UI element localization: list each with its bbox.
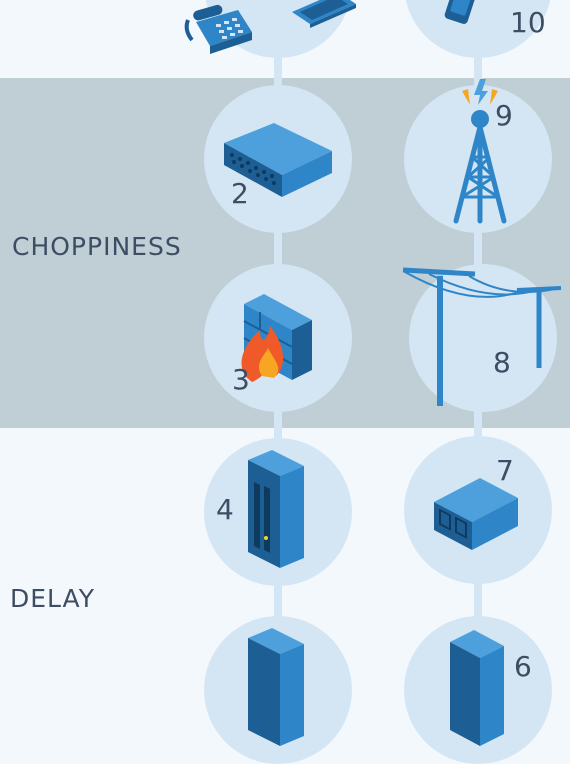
server-tower-icon (248, 450, 304, 568)
node-4: 4 (204, 438, 352, 586)
node-9: 9 (404, 79, 552, 233)
power-line-icon (402, 267, 562, 406)
section-label-delay: DELAY (10, 584, 95, 613)
node-number: 9 (495, 99, 513, 132)
node-number: 4 (216, 493, 234, 526)
desk-phone-icon (184, 4, 252, 54)
node-3: 3 (204, 264, 352, 412)
node-8: 8 (402, 264, 562, 412)
node-7: 7 (404, 436, 552, 584)
node-number: 7 (496, 454, 514, 487)
server-tower-icon (248, 628, 304, 746)
laptop-icon (292, 0, 356, 28)
cell-tower-icon (453, 79, 507, 224)
node-endpoints (184, 0, 356, 58)
server-tower-icon (450, 630, 504, 746)
section-label-choppiness: CHOPPINESS (12, 232, 182, 261)
node-6: 6 (404, 616, 552, 764)
rack-server-icon (434, 478, 518, 550)
node-number: 3 (232, 363, 250, 396)
network-switch-icon (224, 123, 332, 197)
node-5 (204, 616, 352, 764)
node-10: 10 (404, 0, 552, 58)
node-number: 2 (231, 177, 249, 210)
node-number: 10 (510, 6, 546, 39)
node-2: 2 (204, 85, 352, 233)
mobile-phone-icon (444, 0, 476, 24)
firewall-icon (241, 294, 312, 382)
node-number: 6 (514, 650, 532, 683)
node-number: 8 (493, 346, 511, 379)
